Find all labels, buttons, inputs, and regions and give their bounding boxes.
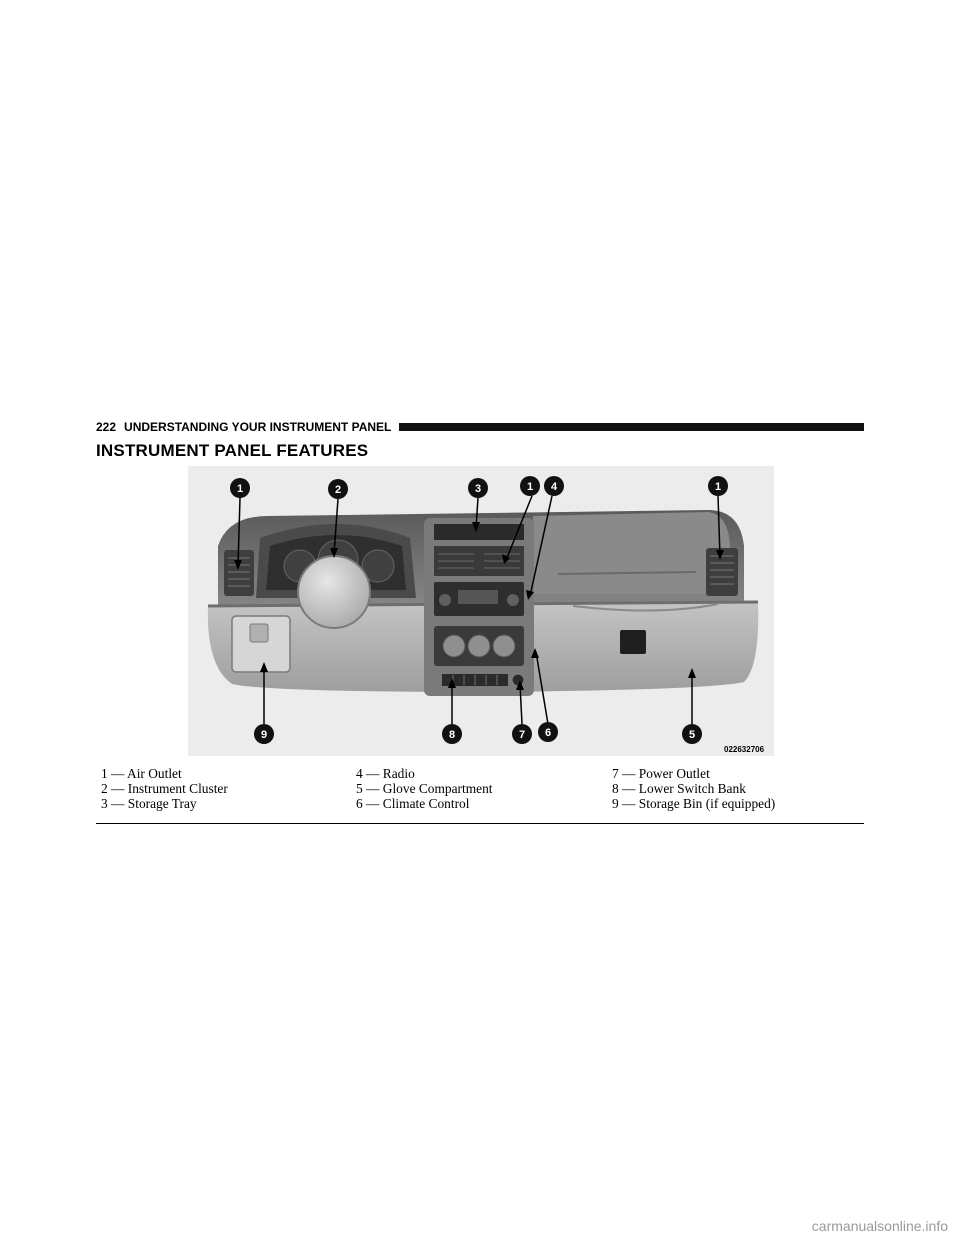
gauge-right: [361, 549, 395, 583]
callout-6: 6: [538, 722, 558, 742]
legend-item: 6 — Climate Control: [356, 796, 470, 811]
climate-knob-2: [467, 634, 491, 658]
callout-badges: 1 2 3 1 4 1 9: [230, 476, 728, 744]
left-air-outlet: [224, 550, 254, 596]
legend-item: 1 — Air Outlet: [101, 766, 182, 781]
legend-item: 2 — Instrument Cluster: [101, 781, 228, 796]
passenger-dash-panel: [533, 512, 730, 594]
radio-display: [458, 590, 498, 604]
legend-item: 7 — Power Outlet: [612, 766, 710, 781]
section-title: INSTRUMENT PANEL FEATURES: [96, 441, 369, 460]
svg-text:1: 1: [527, 481, 533, 493]
callout-1-right: 1: [708, 476, 728, 496]
svg-text:1: 1: [237, 483, 243, 495]
dash-crease: [557, 571, 697, 575]
svg-text:6: 6: [545, 727, 551, 739]
radio-knob-right: [507, 594, 519, 606]
callout-1-center: 1: [520, 476, 540, 496]
callout-9: 9: [254, 724, 274, 744]
svg-text:3: 3: [475, 483, 481, 495]
climate-knob-1: [442, 634, 466, 658]
watermark: carmanualsonline.info: [811, 1218, 948, 1234]
header-bar: [399, 423, 864, 431]
bottom-rule: [96, 823, 864, 824]
svg-text:1: 1: [715, 481, 721, 493]
running-header: 222 UNDERSTANDING YOUR INSTRUMENT PANEL: [96, 418, 864, 436]
legend-column-2: 4 — Radio 5 — Glove Compartment 6 — Clim…: [356, 766, 612, 811]
svg-text:7: 7: [519, 729, 525, 741]
running-title: UNDERSTANDING YOUR INSTRUMENT PANEL: [124, 420, 392, 434]
legend-item: 5 — Glove Compartment: [356, 781, 493, 796]
storage-bin-latch: [249, 623, 269, 643]
legend-item: 8 — Lower Switch Bank: [612, 781, 746, 796]
storage-tray: [434, 524, 524, 540]
callout-7: 7: [512, 724, 532, 744]
steering-wheel-hub: [297, 555, 371, 629]
callout-8: 8: [442, 724, 462, 744]
legend-column-1: 1 — Air Outlet 2 — Instrument Cluster 3 …: [101, 766, 356, 811]
callout-5: 5: [682, 724, 702, 744]
svg-text:9: 9: [261, 729, 267, 741]
callout-2: 2: [328, 479, 348, 499]
page-number: 222: [96, 420, 117, 434]
legend-item: 3 — Storage Tray: [101, 796, 197, 811]
svg-text:2: 2: [335, 484, 341, 496]
legend-item: 9 — Storage Bin (if equipped): [612, 796, 776, 811]
figure-legend: 1 — Air Outlet 2 — Instrument Cluster 3 …: [101, 766, 864, 811]
dashboard-illustration: 1 2 3 1 4 1 9: [188, 466, 774, 756]
legend-column-3: 7 — Power Outlet 8 — Lower Switch Bank 9…: [612, 766, 864, 811]
center-outlet-louvers: [438, 553, 520, 569]
svg-text:4: 4: [551, 481, 558, 493]
radio-knob-left: [439, 594, 451, 606]
instrument-panel-figure: 1 2 3 1 4 1 9: [188, 466, 774, 756]
right-outlet-louvers: [710, 555, 734, 585]
right-air-outlet: [706, 548, 738, 596]
climate-knob-3: [492, 634, 516, 658]
image-code: 022632706: [724, 745, 765, 754]
glove-lid-line: [572, 603, 719, 612]
glove-compartment-handle: [620, 630, 646, 654]
callout-3: 3: [468, 478, 488, 498]
callout-4: 4: [544, 476, 564, 496]
leader-lines: [237, 495, 721, 725]
leader-arrowheads: [234, 522, 724, 690]
callout-1-left: 1: [230, 478, 250, 498]
power-outlet: [511, 673, 525, 687]
svg-text:5: 5: [689, 729, 695, 741]
switch-dividers: [452, 675, 498, 685]
legend-item: 4 — Radio: [356, 766, 415, 781]
svg-text:8: 8: [449, 729, 455, 741]
